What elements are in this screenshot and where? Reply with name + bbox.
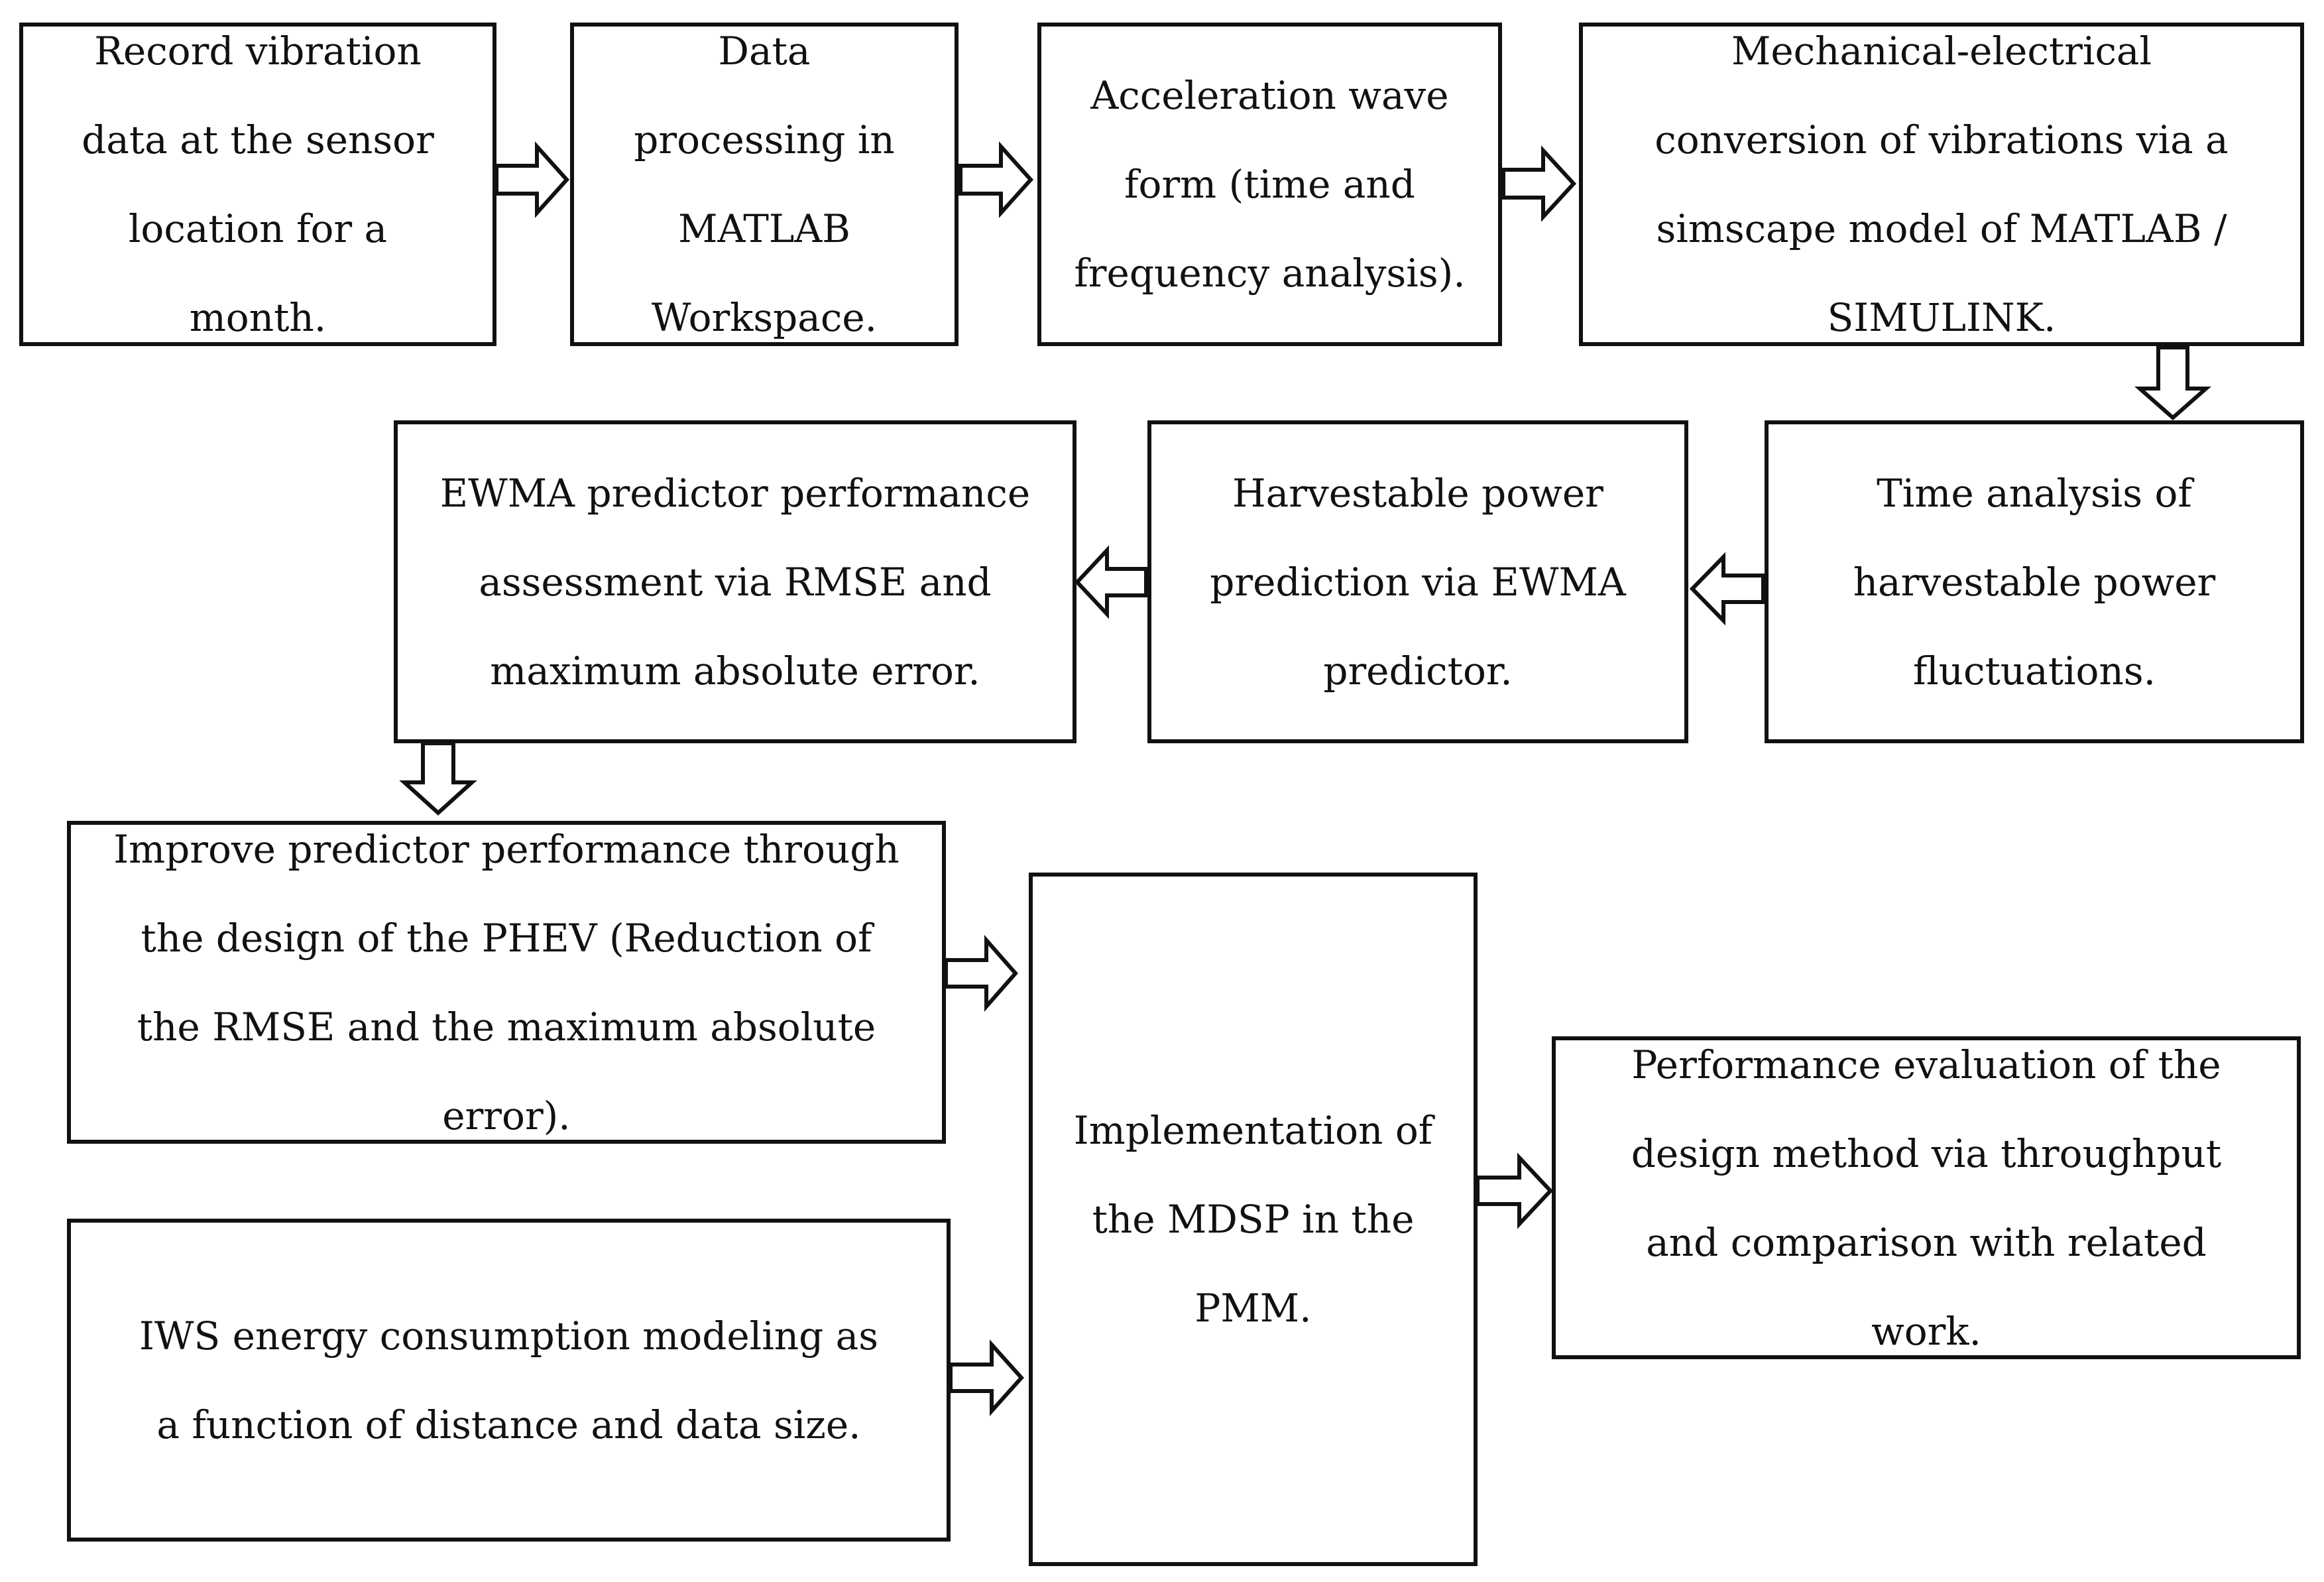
step-time-analysis-label: Time analysis of harvestable power fluct… [1853, 470, 2216, 694]
step-performance-evaluation-label: Performance evaluation of the design met… [1631, 1042, 2222, 1354]
step-improve-predictor: Improve predictor performance through th… [67, 821, 946, 1144]
step-iws-energy-modeling: IWS energy consumption modeling as a fun… [67, 1219, 951, 1542]
arrow-right-implementation-to-evaluation [1476, 1152, 1554, 1229]
step-performance-evaluation: Performance evaluation of the design met… [1552, 1036, 2301, 1359]
arrow-down-assessment-to-improve [399, 741, 477, 816]
arrow-right-improve-to-implementation [944, 935, 1018, 1012]
step-data-processing: Data processing in MATLAB Workspace. [570, 23, 959, 346]
step-record-vibration-label: Record vibration data at the sensor loca… [82, 29, 434, 340]
step-acceleration-waveform-label: Acceleration wave form (time and frequen… [1074, 73, 1466, 296]
arrow-right-acceleration-to-conversion [1501, 145, 1577, 222]
arrow-right-iws-to-implementation [949, 1339, 1025, 1416]
step-mdsp-implementation: Implementation of the MDSP in the PMM. [1029, 873, 1478, 1566]
arrow-left-time-analysis-to-prediction [1689, 552, 1765, 626]
step-power-prediction: Harvestable power prediction via EWMA pr… [1147, 420, 1688, 743]
step-mechanical-electrical-conversion: Mechanical-electrical conversion of vibr… [1579, 23, 2304, 346]
step-data-processing-label: Data processing in MATLAB Workspace. [634, 29, 895, 340]
step-acceleration-waveform: Acceleration wave form (time and frequen… [1037, 23, 1502, 346]
step-record-vibration: Record vibration data at the sensor loca… [19, 23, 496, 346]
arrow-left-prediction-to-assessment [1074, 545, 1148, 619]
step-time-analysis: Time analysis of harvestable power fluct… [1765, 420, 2304, 743]
step-iws-energy-modeling-label: IWS energy consumption modeling as a fun… [139, 1313, 879, 1447]
arrow-right-processing-to-acceleration [959, 141, 1034, 218]
step-predictor-assessment-label: EWMA predictor performance assessment vi… [439, 470, 1031, 694]
step-mechanical-electrical-conversion-label: Mechanical-electrical conversion of vibr… [1655, 29, 2229, 340]
step-improve-predictor-label: Improve predictor performance through th… [113, 826, 900, 1138]
arrow-right-record-to-processing [494, 141, 570, 218]
step-predictor-assessment: EWMA predictor performance assessment vi… [394, 420, 1076, 743]
step-mdsp-implementation-label: Implementation of the MDSP in the PMM. [1073, 1108, 1433, 1331]
step-power-prediction-label: Harvestable power prediction via EWMA pr… [1210, 470, 1626, 694]
